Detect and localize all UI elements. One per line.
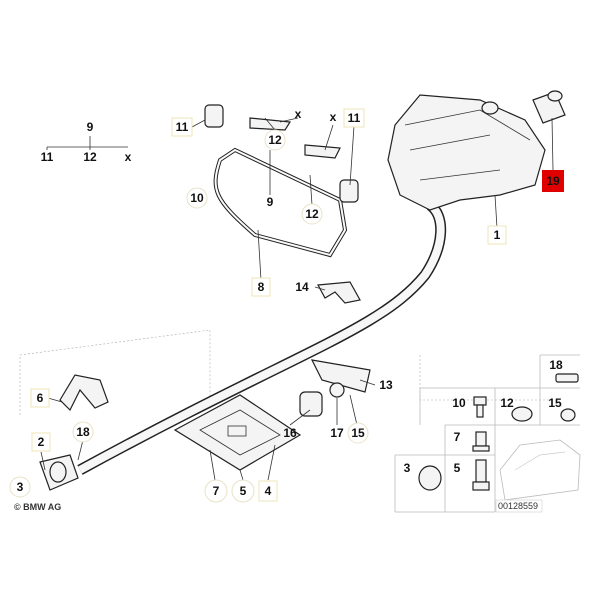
panel-label-15[interactable]: 15 [548, 396, 562, 410]
svg-text:14: 14 [295, 280, 309, 294]
svg-text:11: 11 [348, 111, 361, 125]
svg-text:x: x [295, 107, 302, 121]
callout-17[interactable]: 17 [330, 426, 344, 440]
svg-text:12: 12 [305, 207, 319, 221]
svg-text:15: 15 [351, 426, 365, 440]
callout-19-highlighted[interactable]: 19 [542, 170, 564, 192]
callout-8[interactable]: 8 [251, 277, 271, 297]
callout-9[interactable]: 9 [267, 195, 274, 209]
svg-text:8: 8 [258, 280, 265, 294]
exhaust-pipe [77, 200, 447, 475]
callout-2[interactable]: 2 [31, 432, 51, 452]
callouts: 11 12 x x 11 10 9 12 8 14 1 19 6 13 16 1… [9, 107, 564, 503]
svg-text:12: 12 [268, 133, 282, 147]
callout-7[interactable]: 7 [204, 479, 228, 503]
callout-6[interactable]: 6 [30, 388, 50, 408]
leader-lines [40, 117, 554, 481]
nut-icon [418, 465, 442, 491]
callout-12[interactable]: 12 [301, 203, 323, 225]
callout-11[interactable]: 11 [343, 108, 365, 128]
panel-label-7[interactable]: 7 [454, 430, 461, 444]
bolt-icon [472, 431, 490, 452]
svg-text:x: x [330, 110, 337, 124]
panel-label-10[interactable]: 10 [452, 396, 466, 410]
callout-1[interactable]: 1 [487, 225, 507, 245]
svg-text:7: 7 [213, 484, 220, 498]
callout-18[interactable]: 18 [72, 421, 94, 443]
legend: 9 11 12 x [41, 120, 132, 164]
bolt-icon [555, 373, 579, 383]
svg-text:11: 11 [176, 120, 189, 134]
callout-x[interactable]: x [330, 110, 337, 124]
legend-9: 9 [87, 120, 94, 134]
hardware-panel: 18 10 12 15 7 3 5 [394, 354, 581, 513]
legend-x: x [125, 150, 132, 164]
svg-text:4: 4 [265, 484, 272, 498]
svg-text:2: 2 [38, 435, 45, 449]
callout-10[interactable]: 10 [186, 187, 208, 209]
hanger-strap [213, 147, 348, 258]
grommet-icon [511, 406, 533, 422]
svg-text:6: 6 [37, 391, 44, 405]
panel-label-18[interactable]: 18 [549, 358, 563, 372]
panel-label-5[interactable]: 5 [454, 461, 461, 475]
bolt-icon [473, 396, 487, 418]
rear-muffler [387, 94, 546, 211]
legend-12: 12 [83, 150, 97, 164]
callout-11[interactable]: 11 [171, 117, 193, 137]
callout-12[interactable]: 12 [264, 129, 286, 151]
panel-label-3[interactable]: 3 [404, 461, 411, 475]
callout-15[interactable]: 15 [347, 422, 369, 444]
callout-13[interactable]: 13 [379, 378, 393, 392]
reference-number: 00128559 [498, 501, 538, 511]
reference-box [495, 499, 543, 513]
callout-4[interactable]: 4 [258, 480, 278, 502]
svg-text:19: 19 [546, 174, 560, 188]
car-outline-icon [499, 439, 581, 501]
callout-16[interactable]: 16 [283, 426, 297, 440]
svg-text:17: 17 [330, 426, 344, 440]
tailpipe-trim [532, 90, 566, 124]
callout-14[interactable]: 14 [295, 280, 309, 294]
svg-text:16: 16 [283, 426, 297, 440]
callout-x[interactable]: x [295, 107, 302, 121]
nut-icon [560, 408, 576, 422]
legend-11: 11 [41, 150, 54, 164]
bolt-icon [472, 459, 490, 491]
pipe-flange [39, 454, 79, 491]
copyright-text: © BMW AG [14, 502, 61, 512]
svg-text:5: 5 [240, 484, 247, 498]
svg-text:3: 3 [17, 480, 24, 494]
callout-5[interactable]: 5 [231, 479, 255, 503]
heat-shield-plate [173, 394, 302, 471]
rubber-mounts [59, 104, 371, 417]
svg-text:13: 13 [379, 378, 393, 392]
panel-label-12[interactable]: 12 [500, 396, 514, 410]
svg-text:10: 10 [190, 191, 204, 205]
callout-3[interactable]: 3 [9, 476, 31, 498]
svg-text:18: 18 [76, 425, 90, 439]
svg-text:9: 9 [267, 195, 274, 209]
svg-text:1: 1 [494, 228, 501, 242]
